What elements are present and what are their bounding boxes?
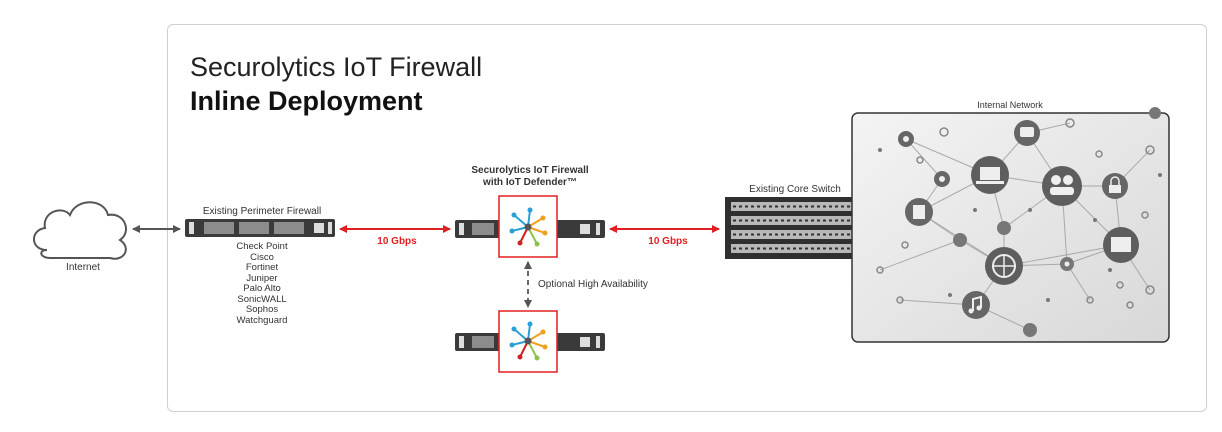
iot-defender-logo [509,321,548,361]
core-switch-label: Existing Core Switch [749,184,841,195]
vendor-item: Palo Alto [243,283,281,294]
star-icon [934,171,950,187]
diagram-frame [167,24,1207,412]
diagram-subtitle: Inline Deployment [190,86,423,116]
person-icon [1023,107,1161,337]
high-availability-label: Optional High Availability [538,279,648,290]
globe-icon [985,247,1023,285]
touch-screen-icon [1103,227,1139,263]
core-switch-device [725,197,870,259]
internal-network-label: Internal Network [977,100,1043,110]
internet-label: Internet [66,262,100,273]
vendor-item: SonicWALL [237,293,287,305]
perimeter-firewall-device [185,219,335,237]
vendor-item: Fortinet [245,262,279,273]
diagram-title: Securolytics IoT Firewall [190,52,483,82]
iot-firewall-primary [455,195,605,258]
vendor-item: Juniper [246,272,278,284]
lock-icon [1102,173,1128,199]
iot-defender-logo [509,207,548,247]
people-icon [1042,166,1082,206]
cloud-icon [33,201,127,260]
perimeter-firewall-label: Existing Perimeter Firewall [202,206,322,217]
iot-firewall-label-line1: Securolytics IoT Firewall [471,165,589,176]
gear-icon [1060,257,1074,271]
chat-icon [1014,120,1040,146]
vendor-item: Check Point [236,241,288,252]
vendor-item: Sophos [245,304,279,315]
laptop-icon [971,156,1009,194]
vendor-list: Check Point Cisco Fortinet Juniper Palo … [236,241,288,326]
internal-network-panel [851,107,1170,343]
music-icon [962,291,990,319]
vendor-item: Cisco [250,251,274,263]
phone-icon [898,131,914,147]
link-left-speed: 10 Gbps [377,236,417,247]
vendor-item: Watchguard [236,314,288,326]
iot-firewall-label-line2: with IoT Defender™ [483,177,577,188]
share-icon [953,221,1011,247]
link-right-speed: 10 Gbps [648,236,688,247]
iot-firewall-secondary [455,310,605,373]
notes-icon [905,198,933,226]
